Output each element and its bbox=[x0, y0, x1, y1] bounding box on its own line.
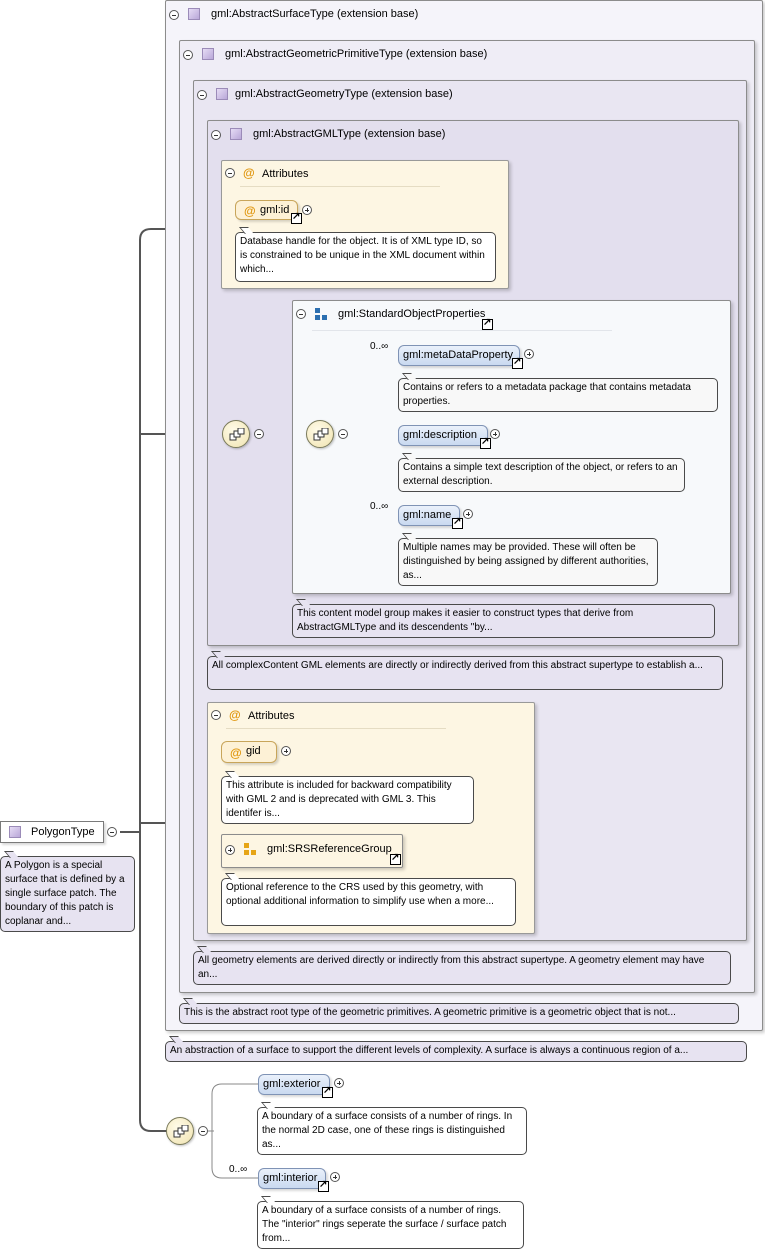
collapse-gmltype-icon[interactable] bbox=[211, 130, 221, 140]
collapse-attributes-icon[interactable] bbox=[211, 710, 221, 720]
collapse-primitive-icon[interactable] bbox=[183, 50, 193, 60]
name-element[interactable]: gml:name bbox=[398, 505, 460, 526]
interior-label: gml:interior bbox=[263, 1172, 318, 1184]
primitive-type-label: gml:AbstractGeometricPrimitiveType (exte… bbox=[225, 48, 488, 60]
gid-attribute[interactable]: @ gid bbox=[221, 741, 277, 763]
exterior-doc: A boundary of a surface consists of a nu… bbox=[257, 1107, 527, 1155]
collapse-attributes-icon[interactable] bbox=[225, 168, 235, 178]
group-title: gml:StandardObjectProperties bbox=[338, 308, 486, 320]
description-doc: Contains a simple text description of th… bbox=[398, 458, 685, 492]
link-arrow-icon[interactable] bbox=[390, 852, 401, 865]
exterior-label: gml:exterior bbox=[263, 1078, 321, 1090]
link-arrow-icon[interactable] bbox=[512, 356, 523, 369]
attributes-title: Attributes bbox=[262, 168, 309, 180]
gml-id-doc: Database handle for the object. It is of… bbox=[235, 232, 496, 282]
expand-icon[interactable] bbox=[330, 1172, 340, 1182]
sequence-compositor-icon[interactable] bbox=[166, 1117, 194, 1145]
srs-reference-doc: Optional reference to the CRS used by th… bbox=[221, 878, 516, 926]
polygon-type-doc: A Polygon is a special surface that is d… bbox=[0, 856, 135, 932]
expand-icon[interactable] bbox=[463, 509, 473, 519]
link-arrow-icon[interactable] bbox=[291, 211, 302, 224]
metadata-property-label: gml:metaDataProperty bbox=[403, 349, 514, 361]
interior-occurrence: 0..∞ bbox=[229, 1164, 248, 1175]
collapse-sequence-icon[interactable] bbox=[254, 429, 264, 439]
metadata-property-element[interactable]: gml:metaDataProperty bbox=[398, 345, 520, 366]
gml-type-label: gml:AbstractGMLType (extension base) bbox=[253, 128, 446, 140]
expand-icon[interactable] bbox=[302, 205, 312, 215]
attributes-title-2: Attributes bbox=[248, 710, 295, 722]
link-arrow-icon[interactable] bbox=[452, 516, 463, 529]
gml-id-attribute[interactable]: @ gml:id bbox=[235, 200, 298, 220]
sequence-compositor-icon[interactable] bbox=[306, 420, 334, 448]
link-arrow-icon[interactable] bbox=[482, 317, 493, 330]
name-occurrence: 0..∞ bbox=[370, 501, 389, 512]
geometry-type-label: gml:AbstractGeometryType (extension base… bbox=[235, 88, 453, 100]
expand-icon[interactable] bbox=[334, 1078, 344, 1088]
complex-type-icon bbox=[9, 826, 21, 838]
link-arrow-icon[interactable] bbox=[318, 1179, 329, 1192]
group-icon bbox=[315, 308, 327, 320]
expand-group-icon[interactable] bbox=[225, 845, 235, 855]
primitive-type-doc: This is the abstract root type of the ge… bbox=[179, 1003, 739, 1024]
complex-type-icon bbox=[188, 8, 200, 20]
interior-doc: A boundary of a surface consists of a nu… bbox=[257, 1201, 524, 1249]
expand-icon[interactable] bbox=[281, 746, 291, 756]
geometry-type-doc: All geometry elements are derived direct… bbox=[193, 951, 731, 985]
interior-element[interactable]: gml:interior bbox=[258, 1168, 326, 1189]
attribute-icon: @ bbox=[230, 746, 242, 760]
collapse-surface-icon[interactable] bbox=[169, 10, 179, 20]
surface-type-doc: An abstraction of a surface to support t… bbox=[165, 1041, 747, 1062]
meta-occurrence: 0..∞ bbox=[370, 341, 389, 352]
attributes-divider bbox=[226, 728, 446, 729]
attribute-icon: @ bbox=[244, 204, 256, 218]
expand-icon[interactable] bbox=[490, 429, 500, 439]
gml-id-label: gml:id bbox=[260, 204, 290, 216]
gid-doc: This attribute is included for backward … bbox=[221, 776, 474, 824]
surface-type-label: gml:AbstractSurfaceType (extension base) bbox=[211, 8, 419, 20]
description-element[interactable]: gml:description bbox=[398, 425, 488, 446]
description-label: gml:description bbox=[403, 429, 477, 441]
name-doc: Multiple names may be provided. These wi… bbox=[398, 538, 658, 586]
complex-type-icon bbox=[230, 128, 242, 140]
attribute-group-icon bbox=[244, 843, 256, 855]
group-doc: This content model group makes it easier… bbox=[292, 604, 715, 638]
gml-type-doc: All complexContent GML elements are dire… bbox=[207, 656, 723, 690]
collapse-geometry-icon[interactable] bbox=[197, 90, 207, 100]
metadata-property-doc: Contains or refers to a metadata package… bbox=[398, 378, 718, 412]
expand-icon[interactable] bbox=[524, 349, 534, 359]
collapse-sequence-icon[interactable] bbox=[338, 429, 348, 439]
attributes-divider bbox=[240, 186, 440, 187]
gid-label: gid bbox=[246, 745, 261, 757]
group-divider bbox=[312, 330, 612, 331]
collapse-sequence-icon[interactable] bbox=[198, 1126, 208, 1136]
polygon-type-label: PolygonType bbox=[31, 826, 95, 838]
link-arrow-icon[interactable] bbox=[322, 1085, 333, 1098]
collapse-group-icon[interactable] bbox=[296, 309, 306, 319]
name-label: gml:name bbox=[403, 509, 452, 521]
complex-type-icon bbox=[216, 88, 228, 100]
srs-reference-label: gml:SRSReferenceGroup bbox=[267, 843, 392, 855]
attribute-icon: @ bbox=[243, 166, 255, 180]
collapse-polygon-icon[interactable] bbox=[107, 827, 117, 837]
link-arrow-icon[interactable] bbox=[480, 436, 491, 449]
exterior-element[interactable]: gml:exterior bbox=[258, 1074, 330, 1095]
attribute-icon: @ bbox=[229, 708, 241, 722]
complex-type-icon bbox=[202, 48, 214, 60]
polygon-type-node[interactable] bbox=[0, 821, 104, 843]
sequence-compositor-icon[interactable] bbox=[222, 420, 250, 448]
